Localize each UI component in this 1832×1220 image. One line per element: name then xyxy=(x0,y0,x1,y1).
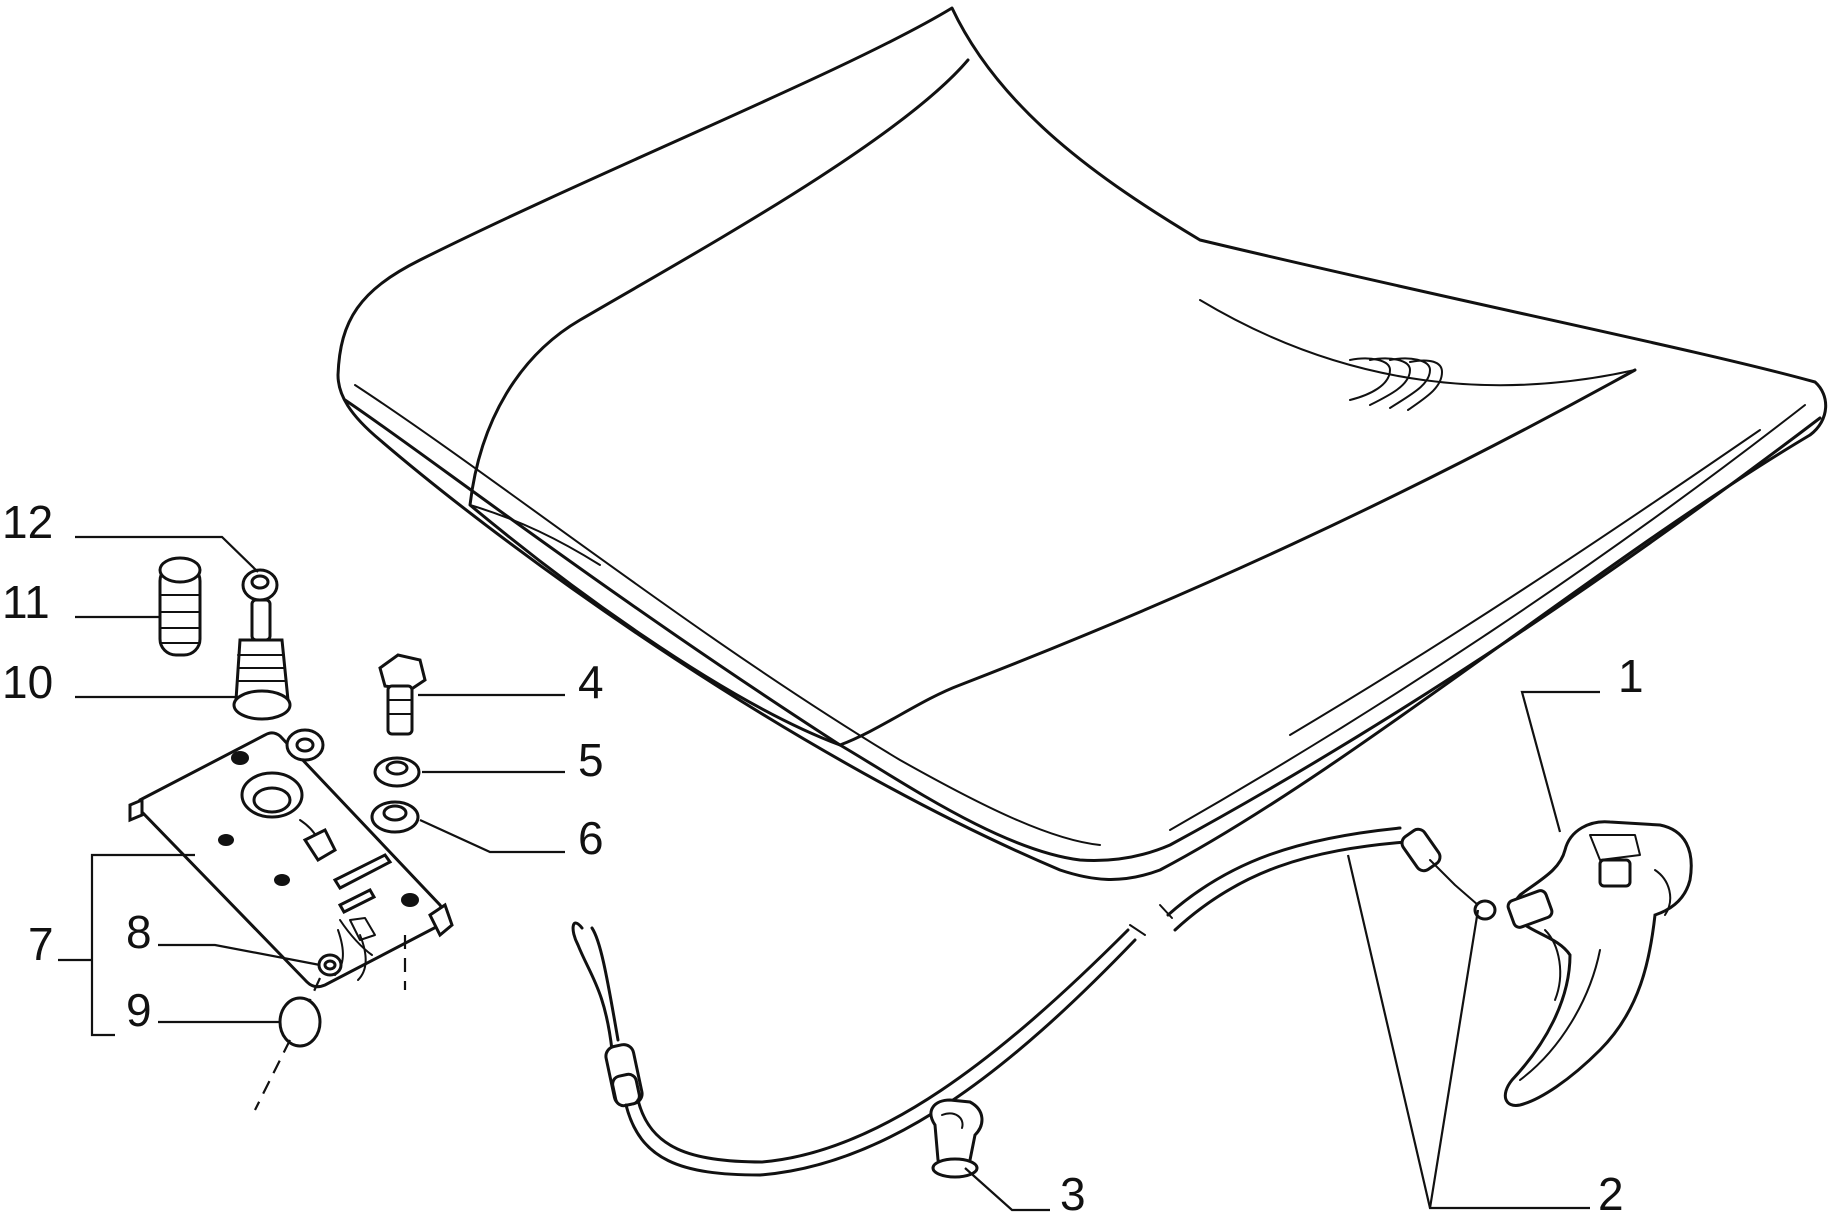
release-cable xyxy=(571,826,1497,1177)
callout-5: 5 xyxy=(578,734,604,786)
callout-labels: 1 2 3 4 5 6 7 8 9 10 11 12 xyxy=(2,496,1644,1220)
cable-clip xyxy=(929,1098,984,1179)
striker-stack xyxy=(158,556,292,721)
callout-6: 6 xyxy=(578,812,604,864)
callout-8: 8 xyxy=(126,906,152,958)
latch-assembly xyxy=(128,728,454,1111)
callout-9: 9 xyxy=(126,984,152,1036)
callout-1: 1 xyxy=(1618,650,1644,702)
release-handle xyxy=(1503,820,1693,1107)
callout-10: 10 xyxy=(2,656,53,708)
leader-lines xyxy=(58,535,1600,1212)
bolt-and-washers xyxy=(370,653,427,834)
callout-3: 3 xyxy=(1060,1168,1086,1220)
callout-11: 11 xyxy=(2,576,50,628)
callout-12: 12 xyxy=(2,496,53,548)
callout-7: 7 xyxy=(28,918,54,970)
bonnet-panel xyxy=(336,6,1828,881)
callout-4: 4 xyxy=(578,656,604,708)
callout-2: 2 xyxy=(1598,1168,1624,1220)
bonnet-emblem xyxy=(1349,357,1443,411)
